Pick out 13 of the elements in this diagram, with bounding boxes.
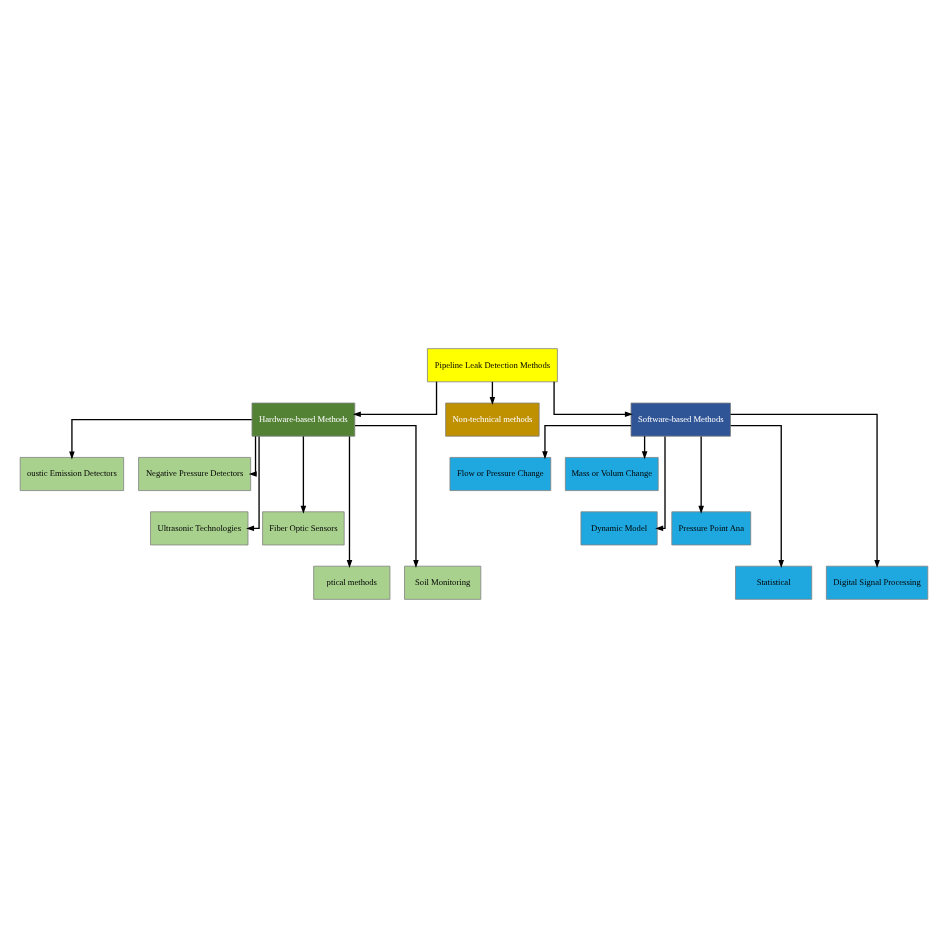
arrow [730,424,785,568]
arrow [698,435,704,514]
arrow [69,418,253,460]
arrow [300,435,307,514]
arrow [346,435,353,568]
arrow [729,413,880,568]
arrow [542,424,632,460]
arrow [352,381,438,418]
arrow [246,435,260,532]
arrow [553,381,633,418]
arrow [248,435,257,477]
arrow [655,435,666,532]
arrow [354,424,419,568]
